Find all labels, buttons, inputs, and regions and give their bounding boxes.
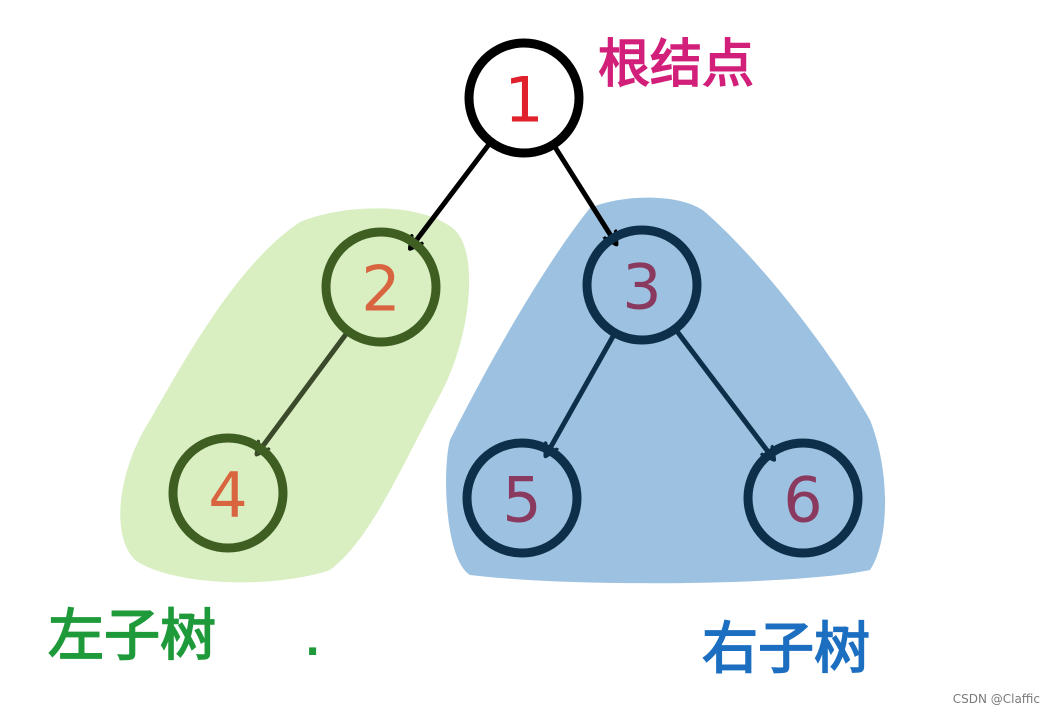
root-annotation: 根结点: [598, 35, 754, 95]
right-subtree-annotation: 右子树: [702, 617, 870, 682]
node-6-circle: [743, 438, 863, 558]
node-2: 2: [321, 227, 441, 347]
left-subtree-annotation-dot: .: [305, 619, 320, 665]
node-4: 4: [168, 433, 288, 553]
node-3: 3: [582, 225, 702, 345]
left-subtree-annotation: 左子树: [48, 604, 216, 669]
node-3-label: 3: [622, 251, 661, 324]
edge-1-2: [411, 140, 493, 247]
node-5-circle: [462, 438, 582, 558]
right-subtree-region: [446, 197, 885, 584]
nodes-layer: 1 2 3 4 5 6: [168, 38, 863, 558]
watermark: CSDN @Claffic: [953, 692, 1040, 706]
node-4-circle: [168, 433, 288, 553]
edge-3-6: [673, 327, 773, 458]
node-2-label: 2: [361, 253, 400, 326]
left-subtree-region: [120, 208, 470, 583]
node-5-label: 5: [502, 464, 541, 537]
node-5: 5: [462, 438, 582, 558]
edge-1-3: [551, 143, 615, 243]
edge-3-5: [546, 332, 617, 456]
node-1-circle: [464, 38, 584, 158]
node-1-label: 1: [504, 64, 543, 137]
node-2-circle: [321, 227, 441, 347]
node-1: 1: [464, 38, 584, 158]
edges-layer: [257, 140, 773, 458]
node-6: 6: [743, 438, 863, 558]
edge-2-4: [257, 330, 350, 454]
node-4-label: 4: [208, 459, 247, 532]
node-3-circle: [582, 225, 702, 345]
node-6-label: 6: [783, 464, 822, 537]
